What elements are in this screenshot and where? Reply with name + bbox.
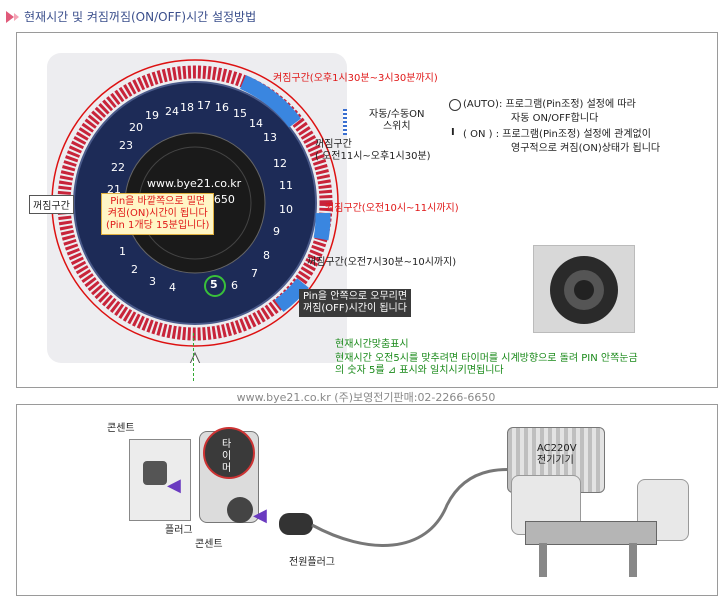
dial-number: 16 [215,101,229,114]
arrow-icon [14,12,19,21]
wall-socket-face [143,461,167,485]
dial-number: 1 [119,245,126,258]
off-range-label-1: 꺼짐구간 ( 오전11시~오후1시30분) [315,139,431,162]
insert-arrow-2: ◀ [253,505,267,526]
alignment-guide-line [193,333,194,381]
current-time-marker-number: 5 [210,278,218,291]
page-title-text: 현재시간 및 켜짐꺼짐(ON/OFF)시간 설정방법 [24,10,257,24]
current-time-marker [204,275,226,297]
switch-slider-icon [343,109,347,135]
heater-label-1: AC220V [537,443,577,454]
timer-socket [227,497,253,523]
dial-number: 17 [197,99,211,112]
switch-label: 자동/수동ON 스위치 [369,109,425,132]
dial-number: 23 [119,139,133,152]
on-range-label-2: 켜짐구간(오전10시~11시까지) [325,203,459,214]
dial-number: 6 [231,279,238,292]
current-time-title: 현재시간맞춤표시 [335,339,409,350]
dial-number: 15 [233,107,247,120]
timer-setting-panel: 24 18 17 16 15 14 13 12 11 10 9 8 7 6 4 … [16,32,718,388]
dial-number: 14 [249,117,263,130]
dial-number: 2 [131,263,138,276]
pin-in-callout: Pin을 안쪽으로 오무리면 꺼짐(OFF)시간이 됩니다 [299,289,412,317]
on-mode-line1: ( ON ) : 프로그램(Pin조정) 설정에 관계없이 [463,129,651,140]
dial-number: 9 [273,225,280,238]
dial-number: 20 [129,121,143,134]
power-plug [279,513,313,535]
current-time-desc: 현재시간 오전5시를 맞추려면 타이머를 시계방향으로 돌려 PIN 안쪽눈금 … [335,353,638,376]
coffee-table-leg [629,543,637,577]
dial-number: 21 [107,183,121,196]
on-mode-line2: 영구적으로 켜짐(ON)상태가 됩니다 [511,143,661,154]
power-plug-label: 전원플러그 [289,557,335,568]
dial-site-text: www.bye21.co.kr [147,177,242,190]
dial-number: 7 [251,267,258,280]
off-range-tag: 꺼짐구간 [29,195,74,214]
page-title: 현재시간 및 켜짐꺼짐(ON/OFF)시간 설정방법 [6,8,256,25]
coffee-table [525,521,657,545]
dial-number: 3 [149,275,156,288]
timer-label: 타이머 [222,439,232,474]
hand-adjusting-photo [533,245,635,333]
dial-number: 8 [263,249,270,262]
dial-number: 10 [279,203,293,216]
off-range-label-2: 꺼짐구간(오전7시30분~10시까지) [307,257,457,268]
dial-number: 18 [180,101,194,114]
coffee-table-leg [539,543,547,577]
auto-mode-line1: (AUTO): 프로그램(Pin조정) 설정에 따라 [463,99,636,110]
timer-dial-small [203,427,255,479]
heater-label-2: 전기기기 [537,455,574,466]
dial-number: 19 [145,109,159,122]
dial-number: 13 [263,131,277,144]
dial-number: 4 [169,281,176,294]
on-range-label-1: 켜짐구간(오후1시30분~3시30분까지) [273,73,438,84]
outlet-label-1: 콘센트 [107,423,135,434]
plug-label: 플러그 [165,525,193,536]
arrow-icon [6,10,14,23]
website-footer: www.bye21.co.kr (주)보영전기판매:02-2266-6650 [236,391,496,404]
on-mode-icon: I [451,127,455,138]
connection-diagram-panel: 콘센트 타이머 ◀ ◀ AC220V 전기기기 플러그 콘센트 전원플러그 [16,404,718,596]
dial-number: 12 [273,157,287,170]
insert-arrow-1: ◀ [167,475,181,496]
outlet-label-2: 콘센트 [195,539,223,550]
clock-icon [449,99,461,111]
dial-number: 22 [111,161,125,174]
dial-number: 11 [279,179,293,192]
pin-out-callout: Pin을 바깥쪽으로 밀면 켜짐(ON)시간이 됩니다 (Pin 1개당 15분… [101,193,215,235]
dial-number: 24 [165,105,179,118]
auto-mode-line2: 자동 ON/OFF합니다 [511,113,599,124]
